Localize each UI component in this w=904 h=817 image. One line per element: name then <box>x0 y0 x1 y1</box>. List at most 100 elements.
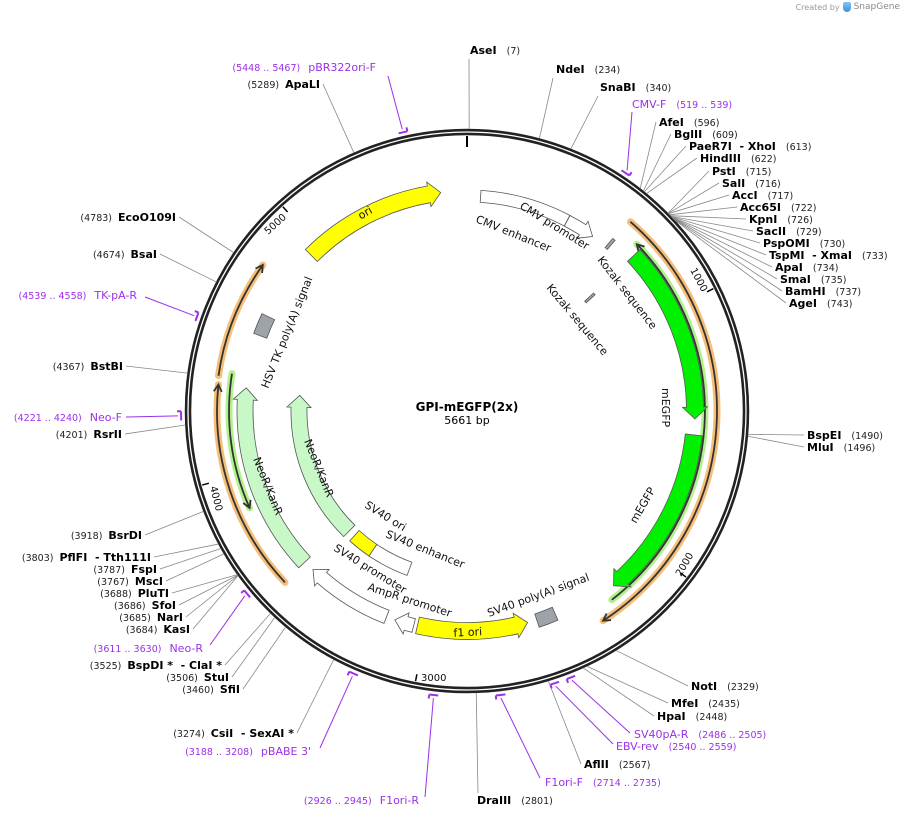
primer-mark-f1ori-f[interactable] <box>494 693 506 700</box>
enzyme-name: CsiI - SexAI * <box>211 727 294 740</box>
enzyme-site-agei[interactable]: AgeI(743) <box>789 297 853 310</box>
enzyme-position: (3918) <box>71 531 103 542</box>
primer-mark-ebv-rev[interactable] <box>549 680 560 689</box>
enzyme-site-hpai[interactable]: HpaI(2448) <box>657 710 727 723</box>
primer-mark-f1ori-r[interactable] <box>427 693 439 699</box>
feature-label-f1-ori[interactable]: f1 ori <box>453 625 482 639</box>
enzyme-site-mfei[interactable]: MfeI(2435) <box>671 697 740 710</box>
feature-ampr-promoter[interactable] <box>394 612 416 636</box>
enzyme-site-asei[interactable]: AseI(7) <box>470 44 520 57</box>
primer-mark-pbr322ori-f[interactable] <box>398 127 409 135</box>
enzyme-site-acc65i[interactable]: Acc65I(722) <box>740 201 817 214</box>
enzyme-name: NdeI <box>556 63 585 76</box>
enzyme-name: TspMI - XmaI <box>769 249 852 262</box>
enzyme-site-hindiii[interactable]: HindIII(622) <box>700 152 777 165</box>
enzyme-leader-line <box>667 170 710 214</box>
enzyme-site-bstbi[interactable]: (4367)BstBI <box>53 360 123 373</box>
enzyme-site-sfii[interactable]: (3460)SfiI <box>182 683 240 696</box>
enzyme-site-kasi[interactable]: (3684)KasI <box>126 623 190 636</box>
enzyme-site-bsrdi[interactable]: (3918)BsrDI <box>71 529 142 542</box>
enzyme-site-apali[interactable]: (5289)ApaLI <box>247 78 320 91</box>
primer-mark-tk-pa-r[interactable] <box>194 310 200 322</box>
primer-label-neo-r[interactable]: (3611 .. 3630)Neo-R <box>94 642 204 655</box>
enzyme-site-pflfi-tth111i[interactable]: (3803)PflFI - Tth111I <box>22 551 151 564</box>
enzyme-site-ecoo109i[interactable]: (4783)EcoO109I <box>80 211 176 224</box>
feature-megfp[interactable] <box>613 433 703 588</box>
feature-label-megfp[interactable]: mEGFP <box>627 485 658 526</box>
enzyme-site-bspdi-clai[interactable]: (3525)BspDI * - ClaI * <box>90 659 222 672</box>
enzyme-site-snabi[interactable]: SnaBI(340) <box>600 81 671 94</box>
feature-label-sv40-ori[interactable]: SV40 ori <box>362 499 408 535</box>
primer-mark-cmv-f[interactable] <box>620 169 633 177</box>
primer-mark-neo-r[interactable] <box>240 589 251 599</box>
enzyme-site-aflii[interactable]: AflII(2567) <box>584 758 650 771</box>
enzyme-site-pspomi[interactable]: PspOMI(730) <box>763 237 845 250</box>
enzyme-leader-line <box>159 548 221 570</box>
enzyme-name: NarI <box>157 611 183 624</box>
primer-label-pbabe-3[interactable]: (3188 .. 3208)pBABE 3' <box>185 745 311 758</box>
enzyme-site-bamhi[interactable]: BamHI(737) <box>785 285 861 298</box>
feature-cmv-promoter[interactable] <box>563 214 594 239</box>
enzyme-site-bglii[interactable]: BglII(609) <box>674 128 738 141</box>
enzyme-site-draiii[interactable]: DraIII(2801) <box>477 794 553 807</box>
enzyme-site-csii-sexai[interactable]: (3274)CsiI - SexAI * <box>173 727 294 740</box>
enzyme-site-sali[interactable]: SalI(716) <box>722 177 781 190</box>
enzyme-site-acci[interactable]: AccI(717) <box>732 189 793 202</box>
enzyme-site-pluti[interactable]: (3688)PluTI <box>100 587 169 600</box>
enzyme-site-fspi[interactable]: (3787)FspI <box>93 563 157 576</box>
feature-label-megfp[interactable]: mEGFP <box>659 388 672 428</box>
primer-label-f1ori-r[interactable]: (2926 .. 2945)F1ori-R <box>304 794 419 807</box>
feature-neor-kanr[interactable] <box>232 387 311 569</box>
primer-mark-neo-f[interactable] <box>177 410 183 421</box>
feature-ori[interactable] <box>304 181 442 263</box>
enzyme-site-sacii[interactable]: SacII(729) <box>756 225 822 238</box>
primer-range: (519 .. 539) <box>676 100 732 111</box>
enzyme-site-smai[interactable]: SmaI(735) <box>780 273 846 286</box>
orf-line[interactable] <box>602 221 718 622</box>
orf-arrowhead-icon <box>601 613 612 622</box>
enzyme-site-bspei[interactable]: BspEI(1490) <box>807 429 883 442</box>
primer-name: F1ori-F <box>545 776 583 789</box>
primer-label-cmv-f[interactable]: CMV-F(519 .. 539) <box>632 98 732 111</box>
enzyme-site-rsrii[interactable]: (4201)RsrII <box>56 428 122 441</box>
primer-label-f1ori-f[interactable]: F1ori-F(2714 .. 2735) <box>545 776 661 789</box>
feature-hsv-tk-poly-a-signal[interactable] <box>253 313 276 339</box>
feature-f1-ori[interactable] <box>415 612 529 640</box>
enzyme-site-bsai[interactable]: (4674)BsaI <box>93 248 157 261</box>
enzyme-site-stui[interactable]: (3506)StuI <box>166 671 229 684</box>
primer-label-ebv-rev[interactable]: EBV-rev(2540 .. 2559) <box>616 740 736 753</box>
feature-neor-kanr[interactable] <box>286 394 356 538</box>
feature-sv40-ori[interactable] <box>349 529 378 557</box>
orf-line[interactable] <box>228 373 251 509</box>
enzyme-site-apai[interactable]: ApaI(734) <box>775 261 838 274</box>
enzyme-site-tspmi-xmai[interactable]: TspMI - XmaI(733) <box>769 249 888 262</box>
enzyme-site-paer7i-xhoi[interactable]: PaeR7I - XhoI(613) <box>689 140 811 153</box>
enzyme-site-kpni[interactable]: KpnI(726) <box>749 213 813 226</box>
enzyme-site-psti[interactable]: PstI(715) <box>712 165 771 178</box>
feature-sv40-poly-a-signal[interactable] <box>534 606 559 628</box>
orf-line[interactable] <box>217 264 264 376</box>
feature-label-ori[interactable]: ori <box>356 204 375 222</box>
enzyme-site-afei[interactable]: AfeI(596) <box>659 116 719 129</box>
enzyme-site-sfoi[interactable]: (3686)SfoI <box>114 599 176 612</box>
enzyme-site-mlui[interactable]: MluI(1496) <box>807 441 875 454</box>
enzyme-name: AflII <box>584 758 609 771</box>
enzyme-name: MfeI <box>671 697 698 710</box>
enzyme-site-ndei[interactable]: NdeI(234) <box>556 63 620 76</box>
orf-line[interactable] <box>216 384 286 584</box>
primer-mark-pbabe-3[interactable] <box>346 670 359 677</box>
primer-label-tk-pa-r[interactable]: (4539 .. 4558)TK-pA-R <box>19 289 138 302</box>
enzyme-site-noti[interactable]: NotI(2329) <box>691 680 759 693</box>
feature-megfp[interactable] <box>626 249 709 420</box>
primer-mark-sv40pa-r[interactable] <box>565 674 576 684</box>
feature-label-kozak-sequence[interactable]: Kozak sequence <box>544 282 611 359</box>
feature-sv40-promoter[interactable] <box>312 568 390 624</box>
primer-label-pbr322ori-f[interactable]: (5448 .. 5467)pBR322ori-F <box>232 61 376 74</box>
primer-label-neo-f[interactable]: (4221 .. 4240)Neo-F <box>14 411 122 424</box>
feature-kozak-sequence[interactable] <box>604 237 616 250</box>
feature-kozak-sequence[interactable] <box>584 292 596 304</box>
orf-line[interactable] <box>611 243 706 601</box>
enzyme-site-nari[interactable]: (3685)NarI <box>119 611 183 624</box>
primer-label-sv40pa-r[interactable]: SV40pA-R(2486 .. 2505) <box>634 728 766 741</box>
enzyme-site-msci[interactable]: (3767)MscI <box>97 575 163 588</box>
